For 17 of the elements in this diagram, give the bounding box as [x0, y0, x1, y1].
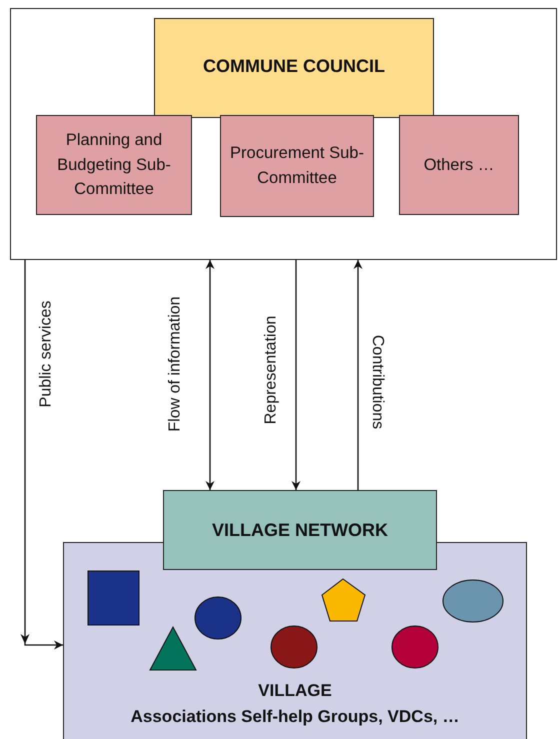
edge-label: Flow of information: [166, 296, 184, 432]
network-box: [163, 490, 437, 570]
edge-label: Public services: [36, 300, 55, 407]
commune-area-box: [10, 8, 557, 260]
node-subtitle: Associations Self-help Groups, VDCs, …: [130, 706, 460, 728]
edge-label: Representation: [262, 315, 280, 424]
committee-box: [36, 115, 192, 215]
node-title: Others …: [422, 154, 496, 176]
node-title: Planning and Budgeting Sub-Committee: [56, 130, 172, 200]
node-title: VILLAGE: [257, 680, 333, 702]
edge-label: Contributions: [368, 334, 386, 430]
committee-box: [399, 115, 519, 215]
node-title: COMMUNE COUNCIL: [202, 55, 386, 78]
node-title: VILLAGE NETWORK: [211, 518, 389, 542]
node-title: Procurement Sub-Committee: [229, 143, 365, 189]
council-box: [154, 18, 434, 118]
committee-box: [220, 115, 374, 217]
